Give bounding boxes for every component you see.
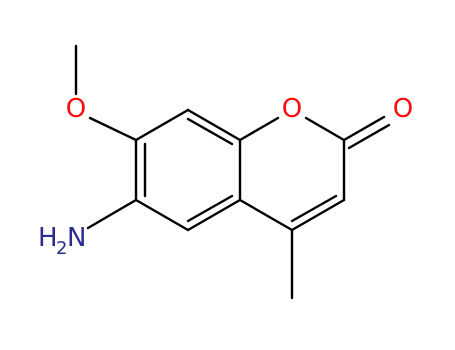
amino-hydrogen-label: H <box>38 223 58 253</box>
methoxy-oxygen-label: O <box>66 94 86 124</box>
bond-c3-c4 <box>290 198 346 232</box>
bond-c2-o-carbonyl-a <box>342 115 386 142</box>
bonds <box>74 44 391 300</box>
bond-c3-c4-inner <box>290 194 338 223</box>
bond-c4a-c5 <box>186 198 242 232</box>
bond-c6-n <box>86 198 138 230</box>
carbonyl-oxygen-label: O <box>393 94 413 124</box>
bond-c4a-c5-inner <box>186 194 234 223</box>
bond-c8-c8a <box>186 108 242 142</box>
bond-c2-o-carbonyl-b <box>347 123 391 150</box>
bond-c8-c8a-inner <box>186 117 234 146</box>
amino-group-label: H 2 N <box>38 223 86 259</box>
amino-hydrogen-count: 2 <box>56 238 67 259</box>
ring-oxygen-label: O <box>282 94 302 124</box>
bond-c5-c6 <box>134 198 190 232</box>
bond-c7-o-methoxy <box>88 116 138 142</box>
bond-o1-c2 <box>304 116 346 142</box>
bond-c7-c8 <box>134 108 190 142</box>
bond-c8a-o1 <box>238 116 280 142</box>
bond-c4-c4a <box>238 198 294 232</box>
amino-nitrogen-label: N <box>67 223 86 253</box>
